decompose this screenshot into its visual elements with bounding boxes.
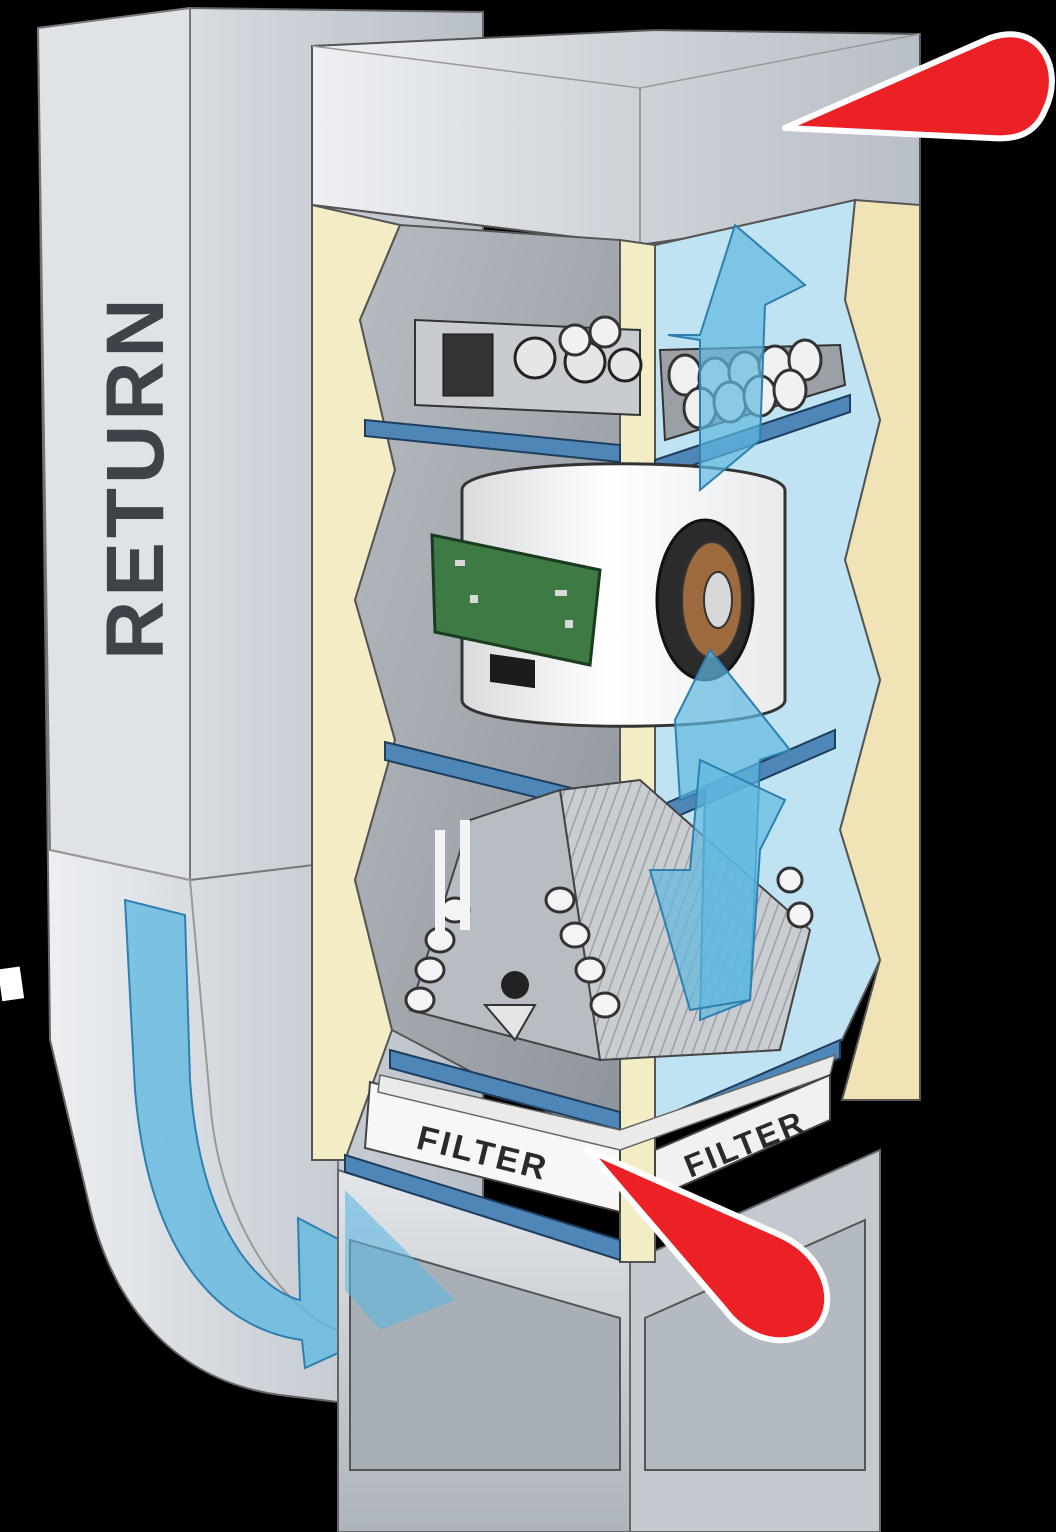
callout-pointer-icon: [585, 1147, 831, 1344]
edge-mark: [0, 966, 25, 1002]
supply-airflow-arrows: [648, 223, 807, 1022]
circuit-board: [430, 533, 602, 689]
airflow-arrow-icon: [648, 758, 787, 1012]
airflow-arrow-icon: [667, 223, 807, 493]
callout-pointer-icon: [782, 31, 1055, 142]
return-duct-label: RETURN: [90, 294, 181, 660]
